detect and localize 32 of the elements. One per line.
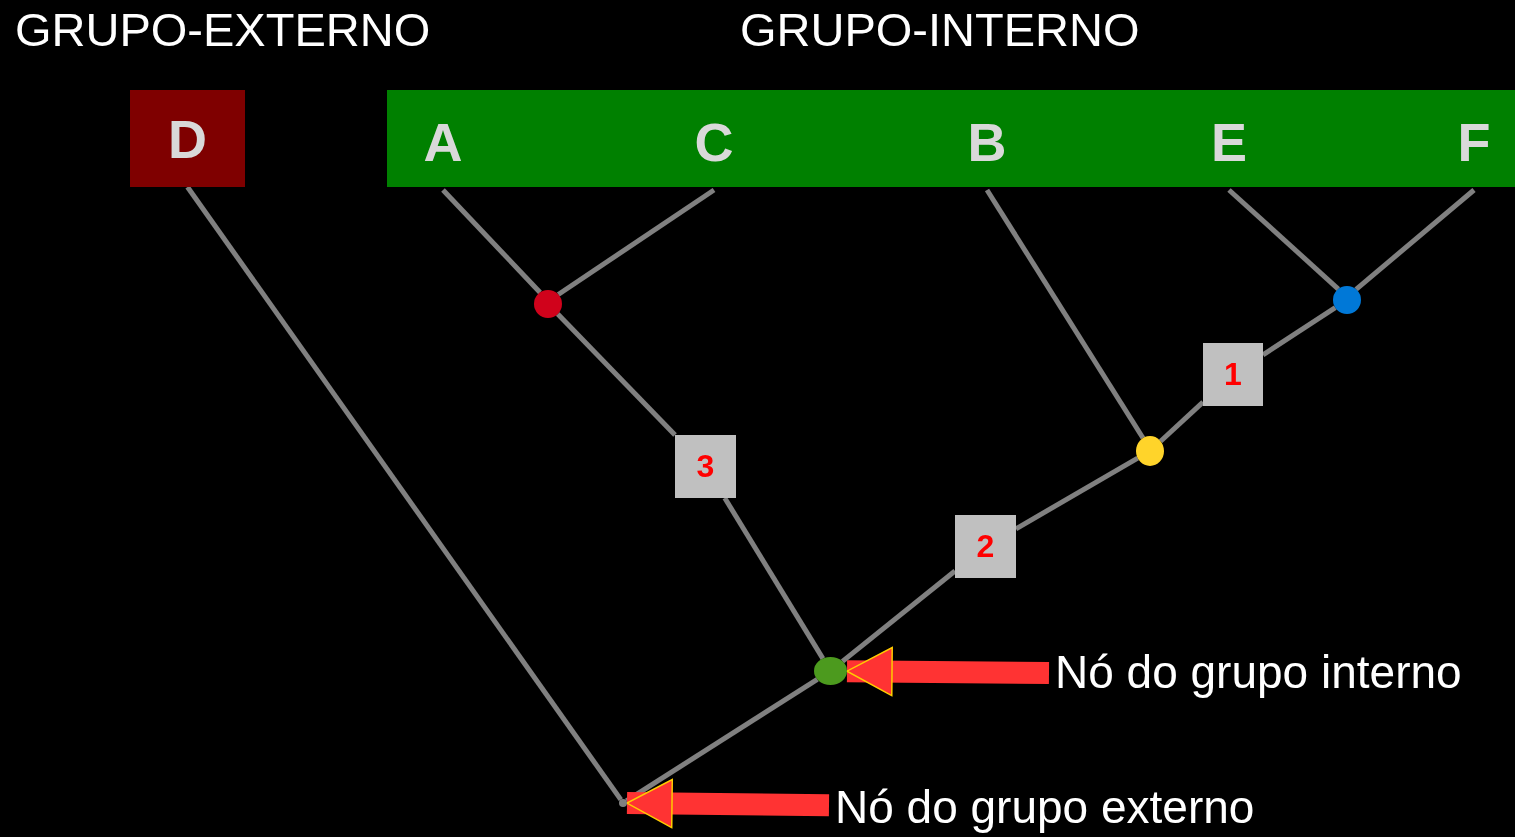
node-dot <box>1136 436 1164 466</box>
ingroup-band <box>387 90 1515 187</box>
node-dot <box>814 657 847 685</box>
character-box: 1 <box>1203 343 1263 406</box>
taxon-label: C <box>686 112 742 190</box>
branch-line <box>1227 188 1340 291</box>
branch-line <box>556 187 716 297</box>
group-heading: GRUPO-EXTERNO <box>15 2 431 58</box>
taxon-label: B <box>959 112 1015 190</box>
branch-line <box>1158 400 1205 444</box>
branch-line <box>185 185 623 802</box>
node-dot <box>1333 286 1361 314</box>
branch-line <box>722 496 826 660</box>
taxon-box: D <box>130 90 245 187</box>
character-box: 2 <box>955 515 1016 578</box>
annotation-text: Nó do grupo externo <box>835 780 1295 836</box>
node-dot <box>534 290 562 318</box>
group-heading: GRUPO-INTERNO <box>740 2 1140 58</box>
taxon-label: E <box>1201 112 1257 190</box>
branch-line <box>441 188 542 295</box>
branch-line <box>840 569 957 664</box>
branch-line <box>984 188 1146 440</box>
branch-line <box>625 677 819 803</box>
pointer-arrow <box>626 778 830 829</box>
pointer-arrow <box>846 646 1050 697</box>
branch-line <box>1354 188 1476 292</box>
annotation-text: Nó do grupo interno <box>1055 645 1495 705</box>
node-dot <box>619 799 627 807</box>
taxon-label: A <box>415 112 471 190</box>
branch-line <box>555 312 677 437</box>
taxon-label: F <box>1446 112 1502 190</box>
character-box: 3 <box>675 435 736 498</box>
